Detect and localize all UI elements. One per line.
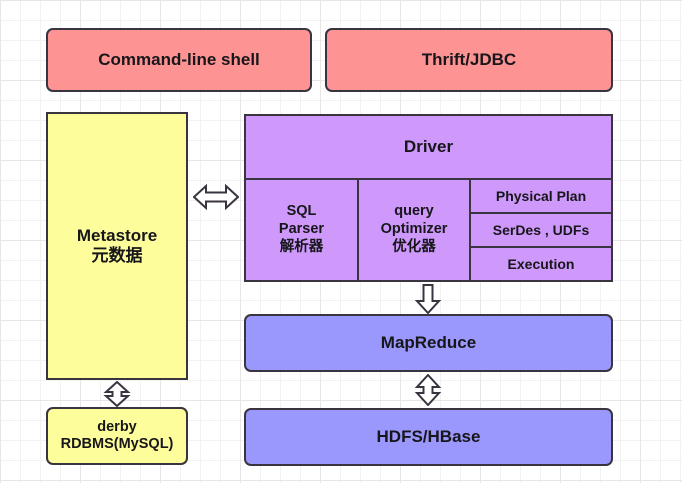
node-hdfs-hbase-label: HDFS/HBase xyxy=(376,426,481,446)
node-physical-plan[interactable]: Physical Plan xyxy=(495,188,587,204)
node-sql-parser-line1: SQL xyxy=(286,203,317,220)
driver-body: SQL Parser 解析器 query Optimizer 优化器 Physi… xyxy=(246,180,611,280)
node-driver-title: Driver xyxy=(246,116,611,180)
node-derby-label: derby xyxy=(97,418,137,435)
node-mapreduce-label: MapReduce xyxy=(380,332,477,352)
node-command-line-shell[interactable]: Command-line shell xyxy=(46,28,312,92)
node-thrift-jdbc-label: Thrift/JDBC xyxy=(421,49,517,69)
node-metastore-label-en: Metastore xyxy=(76,225,158,245)
node-query-optimizer-line1: query xyxy=(394,203,434,220)
node-command-line-shell-label: Command-line shell xyxy=(98,49,260,69)
double-arrow-horizontal-icon xyxy=(193,183,239,211)
node-serdes-udfs[interactable]: SerDes , UDFs xyxy=(471,212,611,246)
node-metastore-label-cn: 元数据 xyxy=(91,246,143,266)
node-mapreduce[interactable]: MapReduce xyxy=(244,314,613,372)
driver-right-column: Physical Plan SerDes , UDFs Execution xyxy=(471,180,611,280)
node-query-optimizer[interactable]: query Optimizer 优化器 xyxy=(359,180,471,280)
node-query-optimizer-line2: Optimizer xyxy=(380,221,448,238)
node-sql-parser-line2: Parser xyxy=(278,221,325,238)
node-query-optimizer-line3: 优化器 xyxy=(392,238,436,255)
node-hdfs-hbase[interactable]: HDFS/HBase xyxy=(244,408,613,466)
node-thrift-jdbc[interactable]: Thrift/JDBC xyxy=(325,28,613,92)
arrow-down-icon xyxy=(414,284,442,314)
node-execution[interactable]: Execution xyxy=(471,246,611,280)
node-rdbms-label: RDBMS(MySQL) xyxy=(60,436,174,452)
node-metastore[interactable]: Metastore 元数据 xyxy=(46,112,188,380)
node-derby-rdbms[interactable]: derby RDBMS(MySQL) xyxy=(46,407,188,465)
node-sql-parser[interactable]: SQL Parser 解析器 xyxy=(246,180,359,280)
double-arrow-vertical-icon xyxy=(103,381,131,407)
double-arrow-vertical-icon xyxy=(414,374,442,406)
node-driver[interactable]: Driver SQL Parser 解析器 query Optimizer 优化… xyxy=(244,114,613,282)
node-sql-parser-line3: 解析器 xyxy=(279,238,324,255)
